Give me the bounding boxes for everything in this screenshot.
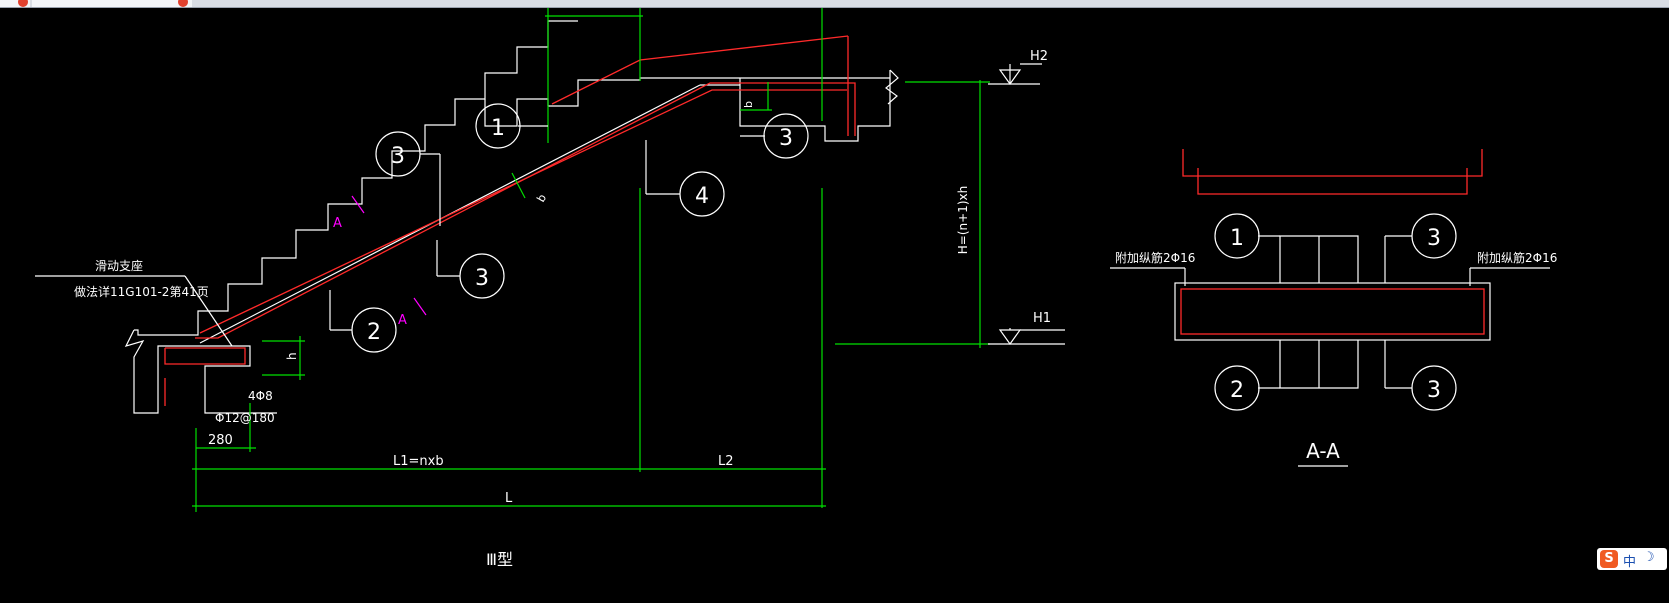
section-balloon-3-top-text: 3: [1427, 226, 1441, 251]
section-balloon-3-bottom: 3: [1411, 365, 1457, 411]
stair-upper: [548, 77, 890, 107]
dim-lines: [192, 8, 990, 512]
dim-b-right: b: [742, 101, 755, 108]
left-beam: [124, 329, 277, 414]
section-a-a: [1110, 149, 1550, 467]
tab-bar: [0, 0, 1669, 8]
ime-language[interactable]: 中: [1623, 555, 1637, 570]
balloon-4: 4: [679, 171, 725, 217]
balloon-3-mid-text: 3: [475, 266, 489, 291]
section-balloon-2-text: 2: [1230, 378, 1244, 403]
stirrup-spacing-label: Φ12@180: [215, 411, 275, 425]
balloon-2-text: 2: [367, 320, 381, 345]
elevation-h1: [988, 328, 1065, 346]
support-leader: [35, 275, 233, 347]
section-balloon-1: 1: [1214, 213, 1260, 259]
stirrup-label: 4Φ8: [248, 389, 273, 403]
support-title: 滑动支座: [95, 258, 143, 273]
upper-break: [885, 69, 899, 105]
section-balloon-3-top: 3: [1411, 213, 1457, 259]
balloon-3-upper-text: 3: [391, 144, 405, 169]
dim-l2: L2: [718, 454, 734, 469]
extra-rebar-right-label: 附加纵筋2Φ16: [1477, 250, 1557, 265]
support-ref: 做法详11G101-2第41页: [74, 284, 209, 299]
balloon-1: 1: [475, 103, 521, 149]
dim-l: L: [505, 491, 513, 506]
dim-h: h: [285, 352, 299, 360]
balloon-3-mid: 3: [459, 253, 505, 299]
tab-close-icon[interactable]: [18, 0, 28, 7]
section-title: A-A: [1306, 439, 1340, 463]
tab-close-icon[interactable]: [178, 0, 188, 7]
ime-status[interactable]: S 中 ☽: [1597, 548, 1667, 570]
moon-icon[interactable]: ☽: [1643, 550, 1655, 565]
balloon-leaders: [329, 125, 765, 331]
type-title: Ⅲ型: [486, 550, 513, 569]
tab-prev[interactable]: [0, 0, 30, 7]
balloon-4-text: 4: [695, 184, 709, 209]
balloon-3-upper: 3: [375, 131, 421, 177]
balloon-3-right-text: 3: [779, 126, 793, 151]
drawing-layer: A A 1 3 3 4 3 2 滑动支座 做法详11G101-2第41页 4Φ8…: [0, 8, 1669, 603]
balloon-3-right: 3: [763, 113, 809, 159]
stair-outline: [134, 20, 578, 336]
dim-l1: L1=nxb: [393, 454, 444, 469]
balloon-1-text: 1: [491, 116, 505, 141]
section-mark-a-lower: A: [398, 313, 407, 328]
dim-height-total: H=(n+1)xh: [956, 186, 970, 254]
section-mark-a-upper: A: [333, 216, 342, 231]
tab-drawing[interactable]: [32, 0, 192, 7]
upper-slab: [739, 70, 891, 142]
elevation-h2: [988, 63, 1042, 86]
sogou-logo-icon: S: [1600, 550, 1618, 568]
bearing-width-dim: 280: [208, 433, 233, 448]
balloon-2: 2: [351, 307, 397, 353]
section-balloon-3-bottom-text: 3: [1427, 378, 1441, 403]
section-cut-marks: A A: [333, 195, 427, 328]
elevation-h1-label: H1: [1033, 311, 1051, 326]
section-balloon-2: 2: [1214, 365, 1260, 411]
elevation-h2-label: H2: [1030, 49, 1048, 64]
section-balloon-1-text: 1: [1230, 226, 1244, 251]
extra-rebar-left-label: 附加纵筋2Φ16: [1115, 250, 1195, 265]
